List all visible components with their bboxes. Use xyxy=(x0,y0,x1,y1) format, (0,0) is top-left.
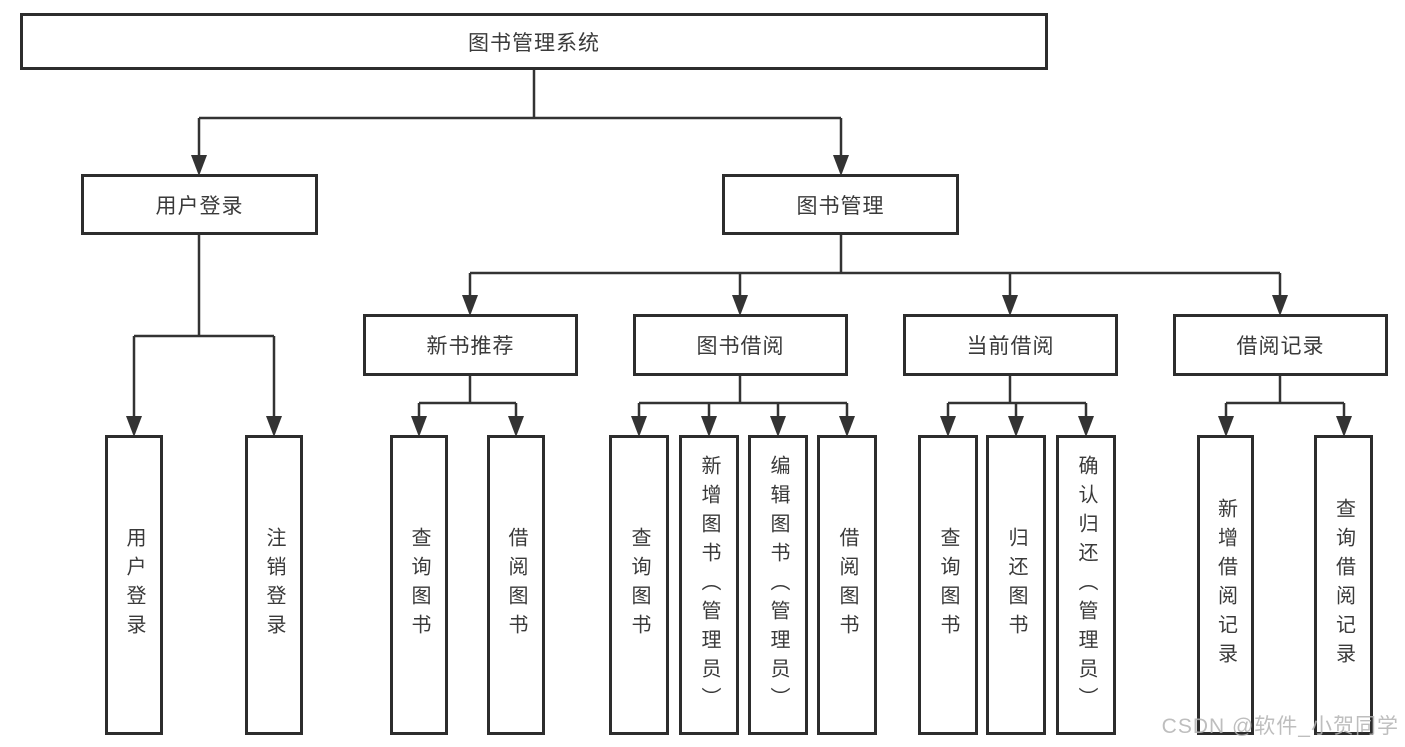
leaf-borrow-add-books-admin: 新增图书（管理员） xyxy=(679,435,739,735)
leaf-label: 查询图书 xyxy=(628,527,650,643)
leaf-borrow-borrow-books: 借阅图书 xyxy=(817,435,877,735)
node-current-borrow: 当前借阅 xyxy=(903,314,1118,376)
leaf-user-login: 用户登录 xyxy=(105,435,163,735)
node-book-management: 图书管理 xyxy=(722,174,959,235)
node-library-management-system: 图书管理系统 xyxy=(20,13,1048,70)
node-borrow-records: 借阅记录 xyxy=(1173,314,1388,376)
leaf-label: 借阅图书 xyxy=(836,527,858,643)
leaf-newbooks-query-books: 查询图书 xyxy=(390,435,448,735)
leaf-label: 新增借阅记录 xyxy=(1214,498,1237,672)
node-label: 图书管理 xyxy=(796,194,885,218)
leaf-label: 查询借阅记录 xyxy=(1332,498,1355,672)
node-book-borrow: 图书借阅 xyxy=(633,314,848,376)
leaf-label: 注销登录 xyxy=(263,527,285,643)
leaf-current-return-books: 归还图书 xyxy=(986,435,1046,735)
leaf-records-query-record: 查询借阅记录 xyxy=(1314,435,1373,735)
leaf-newbooks-borrow-books: 借阅图书 xyxy=(487,435,545,735)
arrowheads xyxy=(126,155,1352,437)
node-label: 新书推荐 xyxy=(426,335,515,358)
leaf-label: 确认归还（管理员） xyxy=(1075,454,1097,716)
csdn-watermark: CSDN @软件_小贺同学 xyxy=(1161,715,1399,738)
leaf-logout: 注销登录 xyxy=(245,435,303,735)
leaf-label: 借阅图书 xyxy=(505,527,527,643)
leaf-label: 用户登录 xyxy=(123,527,145,643)
leaf-label: 查询图书 xyxy=(937,527,959,643)
node-label: 图书借阅 xyxy=(696,335,785,358)
leaf-label: 新增图书（管理员） xyxy=(698,454,720,716)
node-label: 借阅记录 xyxy=(1236,335,1325,358)
node-user-login: 用户登录 xyxy=(81,174,318,235)
leaf-label: 查询图书 xyxy=(408,527,430,643)
node-label: 图书管理系统 xyxy=(468,31,600,55)
node-label: 当前借阅 xyxy=(966,335,1055,358)
leaf-label: 编辑图书（管理员） xyxy=(767,454,789,716)
node-new-book-recommend: 新书推荐 xyxy=(363,314,578,376)
leaf-current-confirm-return-admin: 确认归还（管理员） xyxy=(1056,435,1116,735)
leaf-records-add-record: 新增借阅记录 xyxy=(1197,435,1254,735)
leaf-label: 归还图书 xyxy=(1005,527,1027,643)
leaf-current-query-books: 查询图书 xyxy=(918,435,978,735)
leaf-borrow-query-books: 查询图书 xyxy=(609,435,669,735)
node-label: 用户登录 xyxy=(155,194,244,218)
leaf-borrow-edit-books-admin: 编辑图书（管理员） xyxy=(748,435,808,735)
